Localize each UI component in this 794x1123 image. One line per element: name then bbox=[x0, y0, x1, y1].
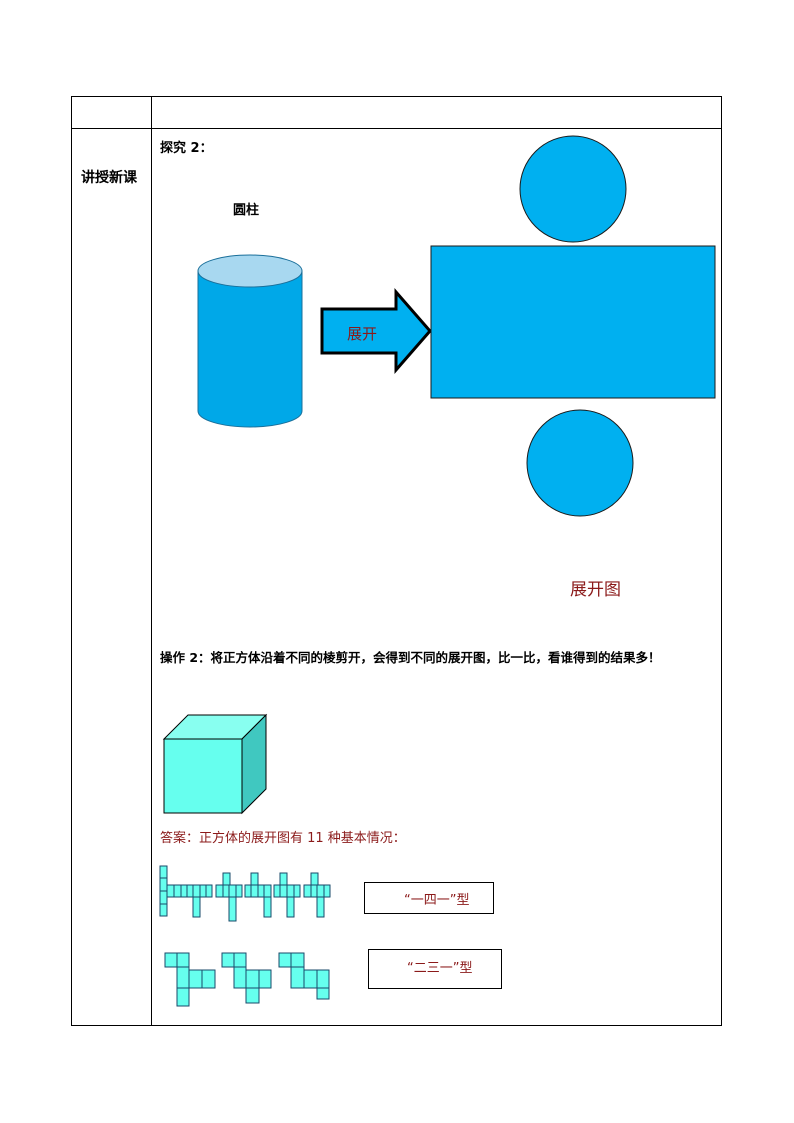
section-label: 讲授新课 bbox=[81, 170, 137, 186]
table-row-divider bbox=[71, 128, 722, 129]
net-caption: 展开图 bbox=[570, 580, 621, 600]
net-rectangle bbox=[430, 245, 716, 399]
operation-text: 操作 2：将正方体沿着不同的棱剪开，会得到不同的展开图，比一比，看谁得到的结果多… bbox=[160, 650, 661, 665]
table-border-top bbox=[71, 96, 722, 97]
net-top-circle bbox=[519, 135, 627, 243]
arrow-label: 展开 bbox=[347, 325, 378, 343]
type-231-label: “二三一”型 bbox=[407, 961, 473, 976]
table-border-right bbox=[721, 96, 722, 1026]
table-border-left bbox=[71, 96, 72, 1026]
type-231-box bbox=[368, 949, 502, 989]
net-bottom-circle bbox=[526, 409, 634, 517]
type-141-label: “一四一”型 bbox=[404, 893, 470, 908]
type-141-box bbox=[364, 882, 494, 914]
cylinder-label: 圆柱 bbox=[233, 203, 260, 218]
table-border-bottom bbox=[71, 1025, 722, 1026]
answer-text: 答案：正方体的展开图有 11 种基本情况： bbox=[160, 831, 406, 846]
explore-heading: 探究 2： bbox=[160, 141, 213, 156]
table-col-divider bbox=[151, 96, 152, 1026]
